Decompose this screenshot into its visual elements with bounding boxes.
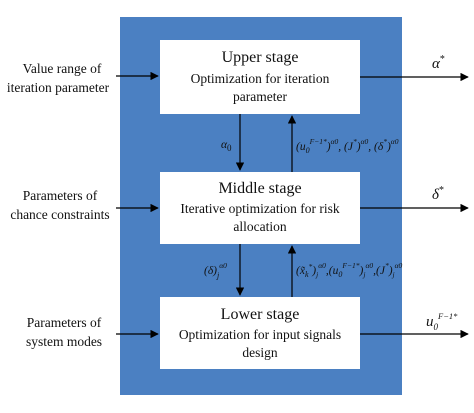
input-label-middle-line2: chance constraints [10,207,109,222]
upper-stage-line1: Optimization for iteration [191,71,330,86]
input-label-middle-line1: Parameters of [23,188,98,203]
lower-stage-line1: Optimization for input signals [179,327,341,342]
lower-stage-title: Lower stage [221,306,300,323]
middle-stage-title: Middle stage [218,180,301,197]
input-label-upper-line2: iteration parameter [7,80,110,95]
middle-stage-box [160,172,360,244]
output-label-middle: δ* [432,185,444,203]
input-label-lower-line2: system modes [26,334,102,349]
input-label-upper-line1: Value range of [23,61,102,76]
upper-stage-title: Upper stage [222,49,299,66]
middle-stage-line1: Iterative optimization for risk [180,201,340,216]
upper-stage-line2: parameter [233,89,287,104]
output-label-upper: α* [432,54,445,72]
output-label-lower: u0F−1* [426,311,458,332]
middle-stage-line2: allocation [233,219,286,234]
label-alpha0: α0 [221,139,232,153]
lower-stage-box [160,297,360,369]
upper-stage-box [160,40,360,114]
lower-stage-line2: design [242,345,277,360]
input-label-lower-line1: Parameters of [27,315,102,330]
